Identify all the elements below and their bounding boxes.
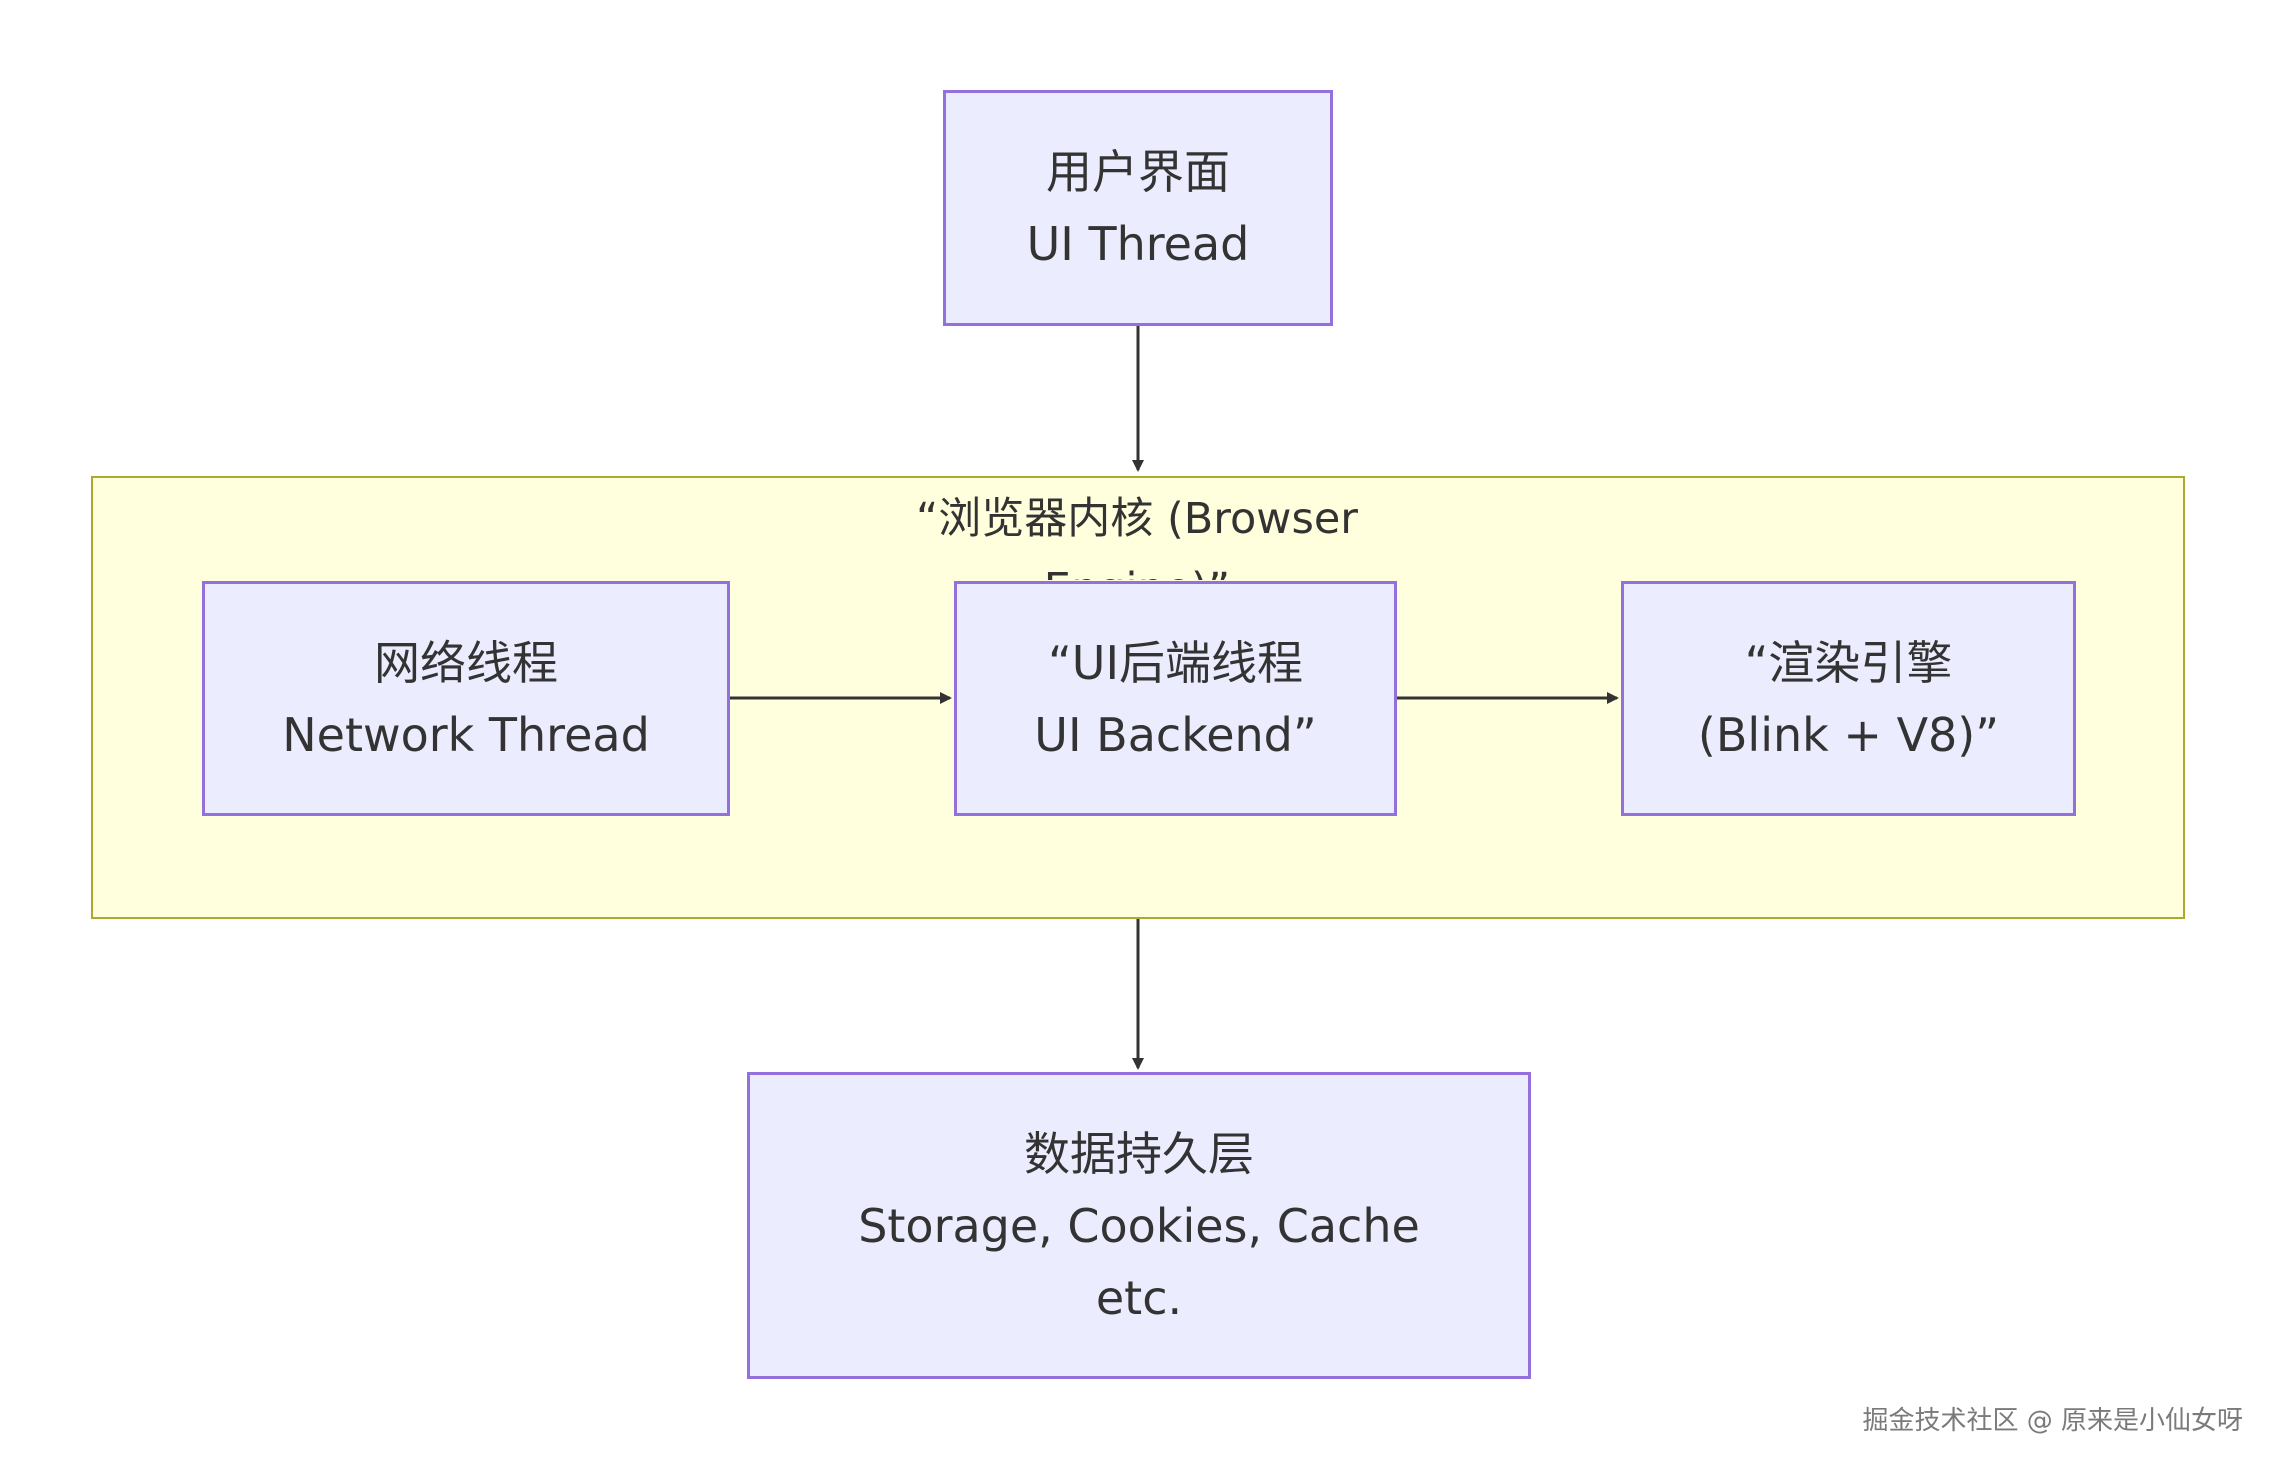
- storage-node: 数据持久层 Storage, Cookies, Cache etc.: [747, 1072, 1531, 1379]
- ui-backend-label-zh: “UI后端线程: [1047, 635, 1304, 690]
- ui-thread-label-en: UI Thread: [1026, 217, 1250, 271]
- subgraph-title: “浏览器内核 (Browser Engine)”: [916, 494, 1358, 580]
- ui-thread-node: 用户界面 UI Thread: [943, 90, 1333, 326]
- storage-label-zh: 数据持久层: [1024, 1126, 1254, 1181]
- ui-thread-label-zh: 用户界面: [1046, 145, 1230, 199]
- storage-label-en: Storage, Cookies, Cache: [858, 1198, 1420, 1253]
- ui-backend-node: “UI后端线程 UI Backend”: [954, 581, 1397, 816]
- ui-backend-label-en: UI Backend”: [1034, 707, 1317, 762]
- network-thread-label-en: Network Thread: [282, 707, 650, 762]
- network-thread-label-zh: 网络线程: [374, 635, 558, 690]
- render-engine-node: “渲染引擎 (Blink + V8)”: [1621, 581, 2076, 816]
- network-thread-node: 网络线程 Network Thread: [202, 581, 730, 816]
- storage-label-etc: etc.: [1095, 1270, 1183, 1325]
- render-engine-label-zh: “渲染引擎: [1744, 635, 1953, 690]
- render-engine-label-en: (Blink + V8)”: [1697, 707, 2000, 762]
- watermark: 掘金技术社区 @ 原来是小仙女呀: [1862, 1406, 2243, 1436]
